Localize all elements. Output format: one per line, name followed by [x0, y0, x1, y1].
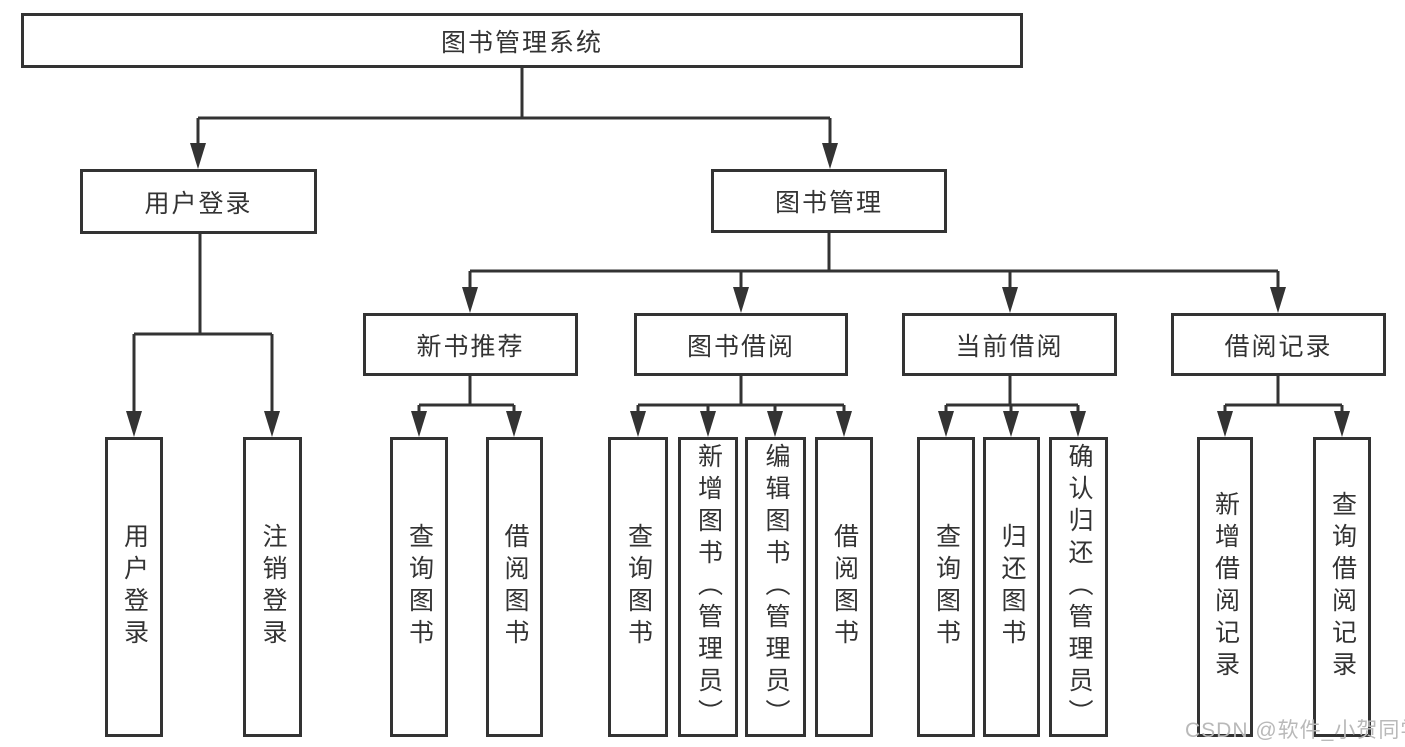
node-new-book-recommend-label: 新书推荐 — [416, 332, 525, 361]
leaf-current-query-book: 查询图书 — [917, 437, 975, 737]
watermark: CSDN @软件_小贺同学 — [1185, 719, 1405, 742]
leaf-borrow-query-book: 查询图书 — [608, 437, 668, 737]
node-book-management-label: 图书管理 — [774, 189, 883, 217]
leaf-recommend-query-book-label: 查询图书 — [405, 523, 434, 651]
leaf-query-borrow-record-label: 查询借阅记录 — [1328, 491, 1357, 683]
node-borrow-records: 借阅记录 — [1171, 313, 1386, 376]
node-borrow-records-label: 借阅记录 — [1224, 332, 1333, 361]
leaf-confirm-return-admin-label: 确认归还（管理员） — [1065, 443, 1093, 731]
node-book-borrow: 图书借阅 — [634, 313, 848, 376]
leaf-borrow-borrow-book-label: 借阅图书 — [830, 523, 859, 651]
leaf-return-book: 归还图书 — [983, 437, 1040, 737]
leaf-user-login-label: 用户登录 — [120, 523, 149, 651]
leaf-add-borrow-record: 新增借阅记录 — [1197, 437, 1253, 737]
node-book-borrow-label: 图书借阅 — [686, 332, 795, 361]
leaf-logout: 注销登录 — [243, 437, 302, 737]
node-current-borrow-label: 当前借阅 — [955, 332, 1064, 361]
leaf-edit-book-admin: 编辑图书（管理员） — [745, 437, 806, 737]
leaf-borrow-query-book-label: 查询图书 — [624, 523, 653, 651]
node-root: 图书管理系统 — [21, 13, 1023, 68]
node-root-label: 图书管理系统 — [440, 28, 603, 57]
leaf-confirm-return-admin: 确认归还（管理员） — [1049, 437, 1108, 737]
leaf-add-book-admin-label: 新增图书（管理员） — [694, 443, 723, 731]
leaf-current-query-book-label: 查询图书 — [932, 523, 961, 651]
leaf-recommend-borrow-book-label: 借阅图书 — [501, 523, 529, 651]
leaf-recommend-query-book: 查询图书 — [390, 437, 448, 737]
leaf-edit-book-admin-label: 编辑图书（管理员） — [762, 443, 790, 731]
node-user-login: 用户登录 — [80, 169, 317, 234]
leaf-borrow-borrow-book: 借阅图书 — [815, 437, 873, 737]
node-new-book-recommend: 新书推荐 — [363, 313, 578, 376]
leaf-logout-label: 注销登录 — [259, 523, 287, 651]
leaf-return-book-label: 归还图书 — [998, 523, 1026, 651]
leaf-recommend-borrow-book: 借阅图书 — [486, 437, 543, 737]
node-book-management: 图书管理 — [711, 169, 947, 233]
leaf-query-borrow-record: 查询借阅记录 — [1313, 437, 1371, 737]
node-current-borrow: 当前借阅 — [902, 313, 1117, 376]
node-user-login-label: 用户登录 — [144, 189, 253, 218]
leaf-add-borrow-record-label: 新增借阅记录 — [1211, 491, 1240, 683]
leaf-add-book-admin: 新增图书（管理员） — [678, 437, 738, 737]
leaf-user-login: 用户登录 — [105, 437, 163, 737]
